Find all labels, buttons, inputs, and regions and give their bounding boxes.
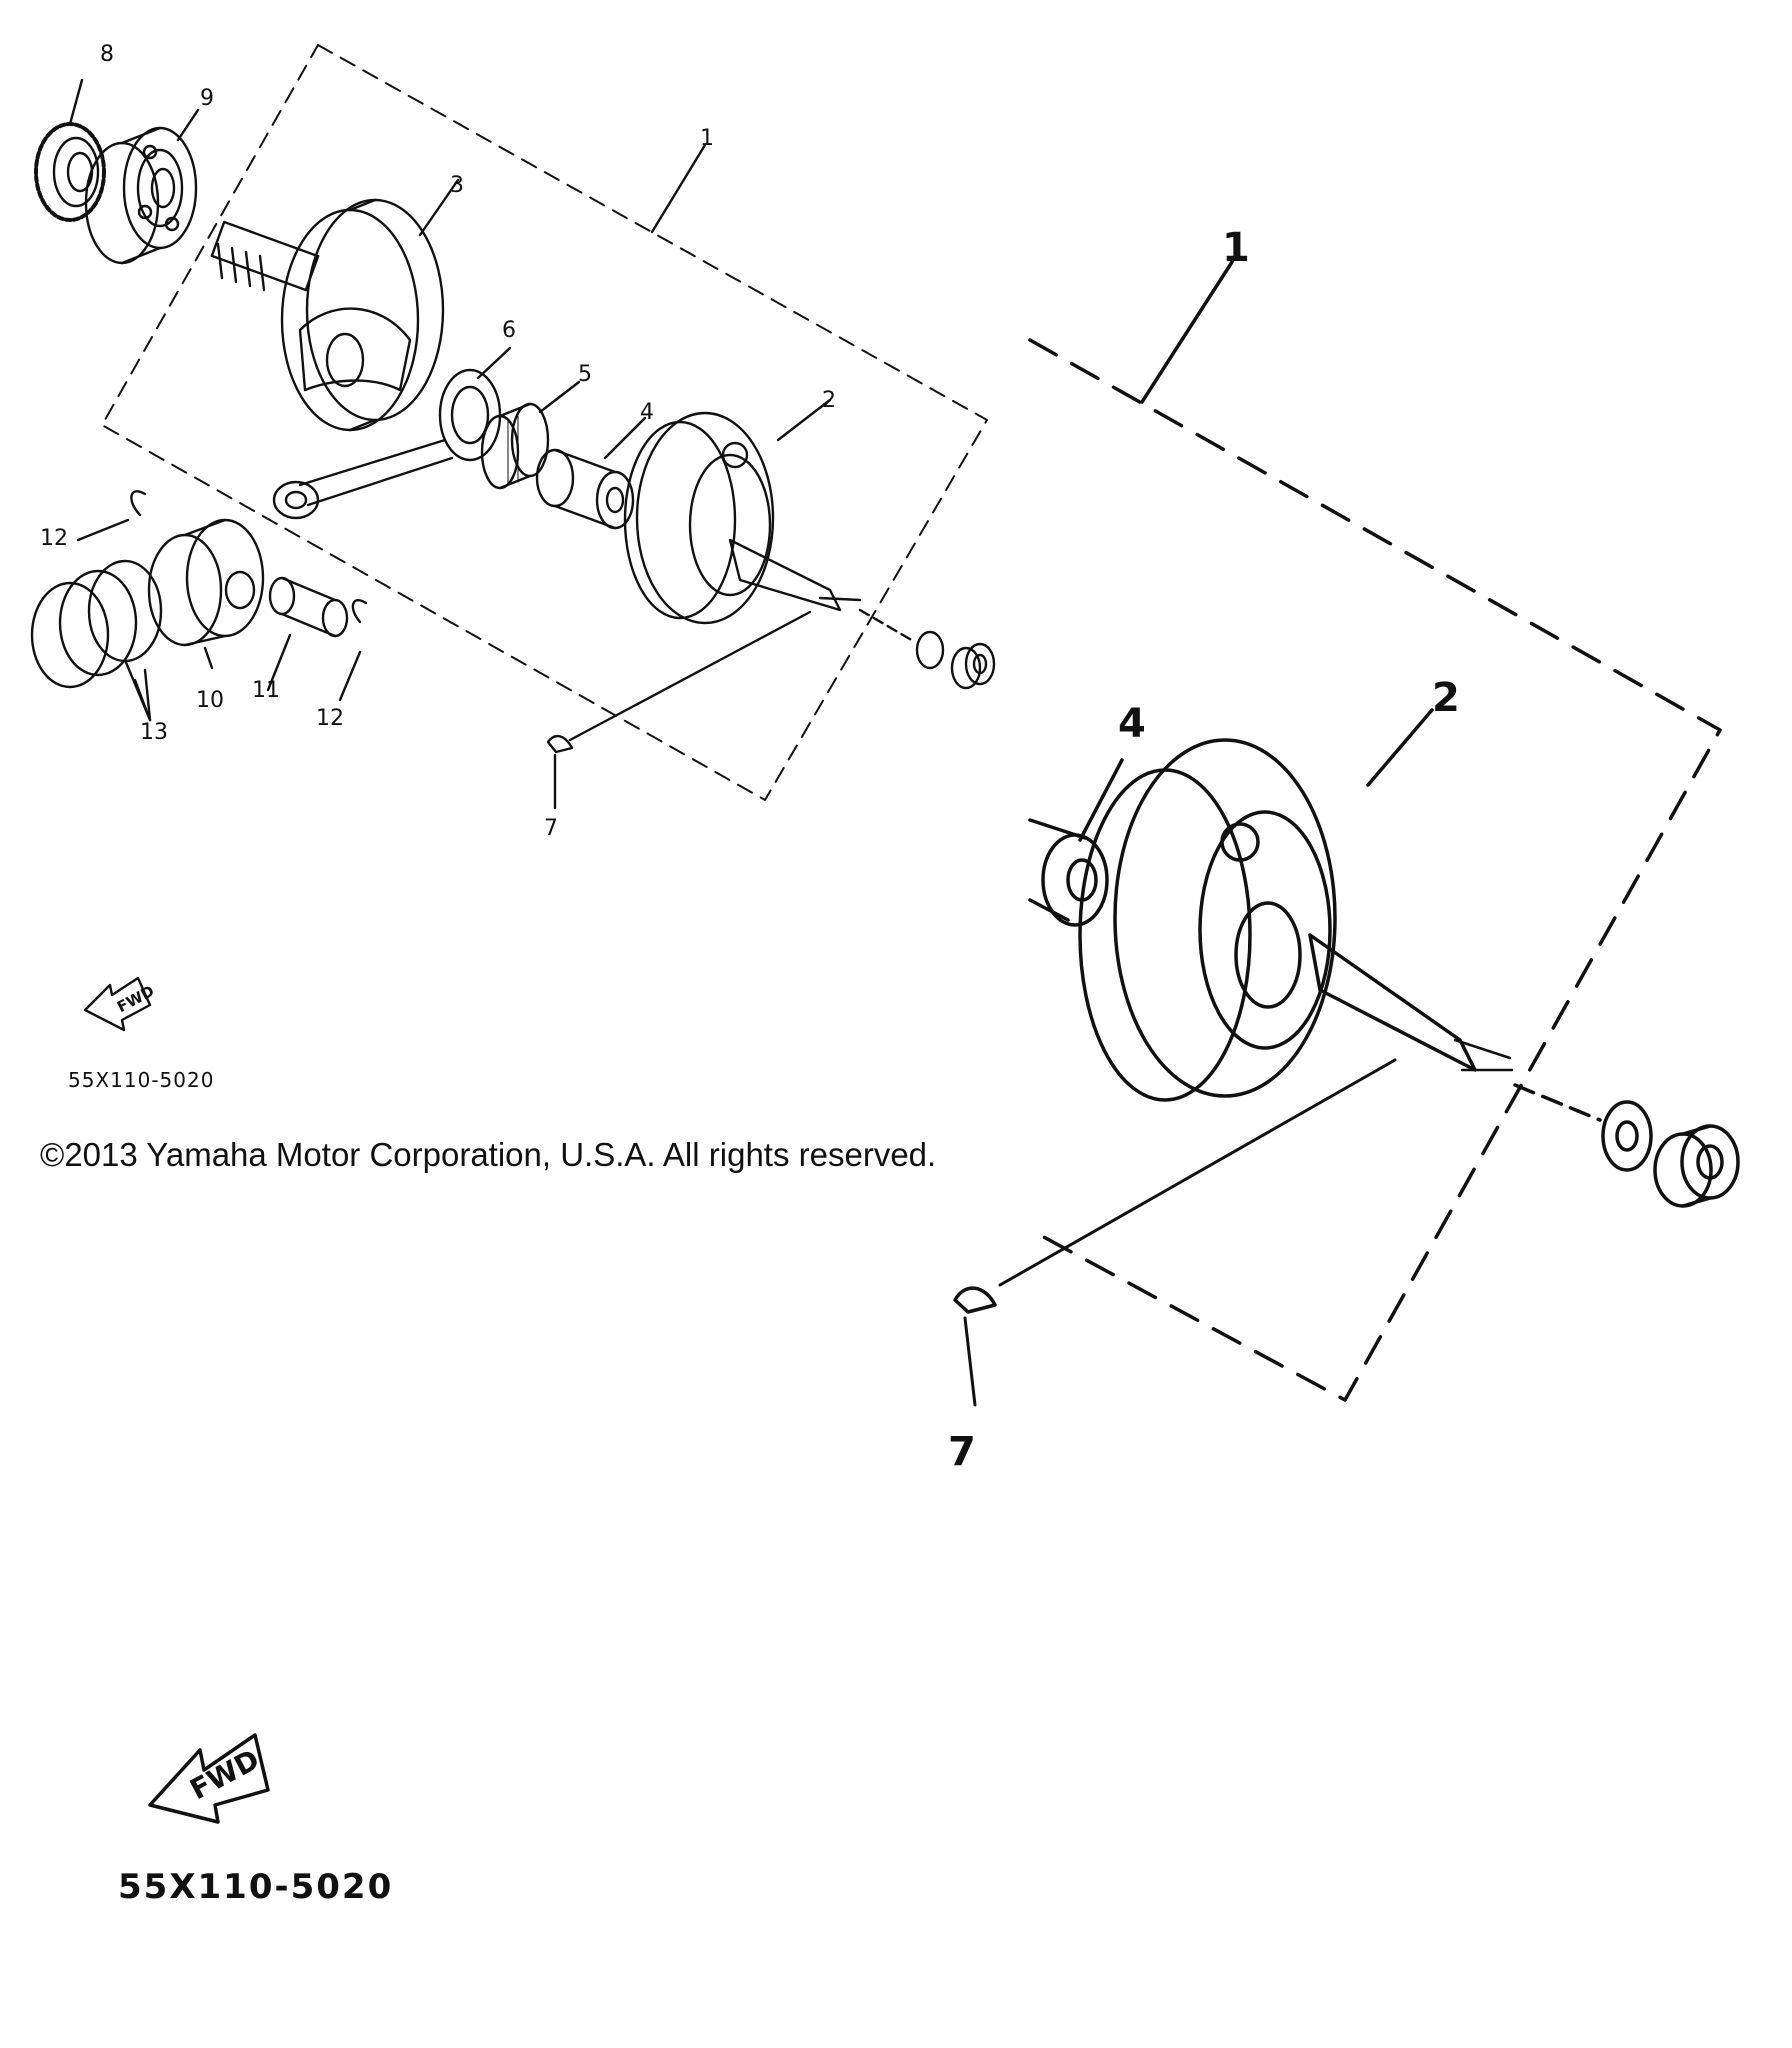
callout-12-right: 12 — [316, 706, 344, 731]
crank-web-part-2-detail — [1078, 708, 1514, 1102]
callout-7-detail: 7 — [948, 1429, 976, 1475]
callout-3: 3 — [450, 173, 464, 198]
callout-1-detail: 1 — [1222, 225, 1250, 271]
crank-web-part-2 — [623, 398, 862, 625]
callout-10: 10 — [196, 688, 224, 713]
connecting-rod-part-6 — [272, 346, 512, 520]
callout-5: 5 — [578, 362, 592, 387]
crank-pin-part-4 — [535, 416, 647, 530]
leader-key-overview — [568, 610, 812, 742]
nut-overview — [950, 642, 996, 690]
leader-12-right — [338, 650, 362, 702]
callout-2: 2 — [822, 388, 836, 413]
leader-1-detail — [1140, 260, 1234, 404]
leader-key-detail — [998, 1058, 1397, 1287]
washer-overview — [915, 630, 945, 670]
piston-pin-part-11 — [266, 576, 349, 692]
assembly-box-detail — [1028, 338, 1722, 1402]
assembly-box-overview — [101, 44, 988, 801]
washer-detail — [1601, 1100, 1653, 1172]
key-part-7-overview — [546, 734, 574, 754]
callout-6: 6 — [502, 318, 516, 343]
crank-pin-part-4-detail — [1028, 758, 1124, 927]
leader-12-left — [76, 518, 130, 542]
needle-bearing-part-5 — [480, 380, 581, 490]
clip-part-12-right — [351, 599, 368, 624]
gear-part-8 — [34, 78, 106, 222]
piston-rings-part-13 — [30, 559, 163, 722]
copyright-notice: ©2013 Yamaha Motor Corporation, U.S.A. A… — [40, 1136, 937, 1173]
piston-part-10 — [147, 518, 265, 670]
callout-4: 4 — [640, 400, 654, 425]
fwd-arrow-overview — [83, 976, 152, 1032]
leader-1-overview — [650, 143, 707, 234]
crank-web-part-3 — [210, 178, 460, 432]
callout-9: 9 — [200, 86, 214, 111]
callout-8: 8 — [100, 42, 114, 67]
axis-line-overview — [858, 608, 917, 644]
callout-11: 11 — [252, 678, 280, 703]
callout-7: 7 — [544, 816, 558, 841]
callout-13: 13 — [140, 720, 168, 745]
bearing-part-9 — [84, 108, 200, 265]
clip-part-12-left — [130, 490, 147, 517]
key-part-7-detail — [953, 1286, 997, 1314]
fwd-arrow-detail — [148, 1733, 270, 1824]
callout-4-detail: 4 — [1118, 701, 1146, 747]
drawing-code-overview: 55X110-5020 — [68, 1068, 215, 1092]
leader-7-detail — [963, 1316, 977, 1407]
drawing-code-detail: 55X110-5020 — [118, 1867, 394, 1907]
callout-2-detail: 2 — [1432, 675, 1460, 721]
callout-12-left: 12 — [40, 526, 68, 551]
nut-detail — [1653, 1124, 1740, 1208]
axis-line-detail — [1513, 1083, 1602, 1122]
callout-1: 1 — [700, 126, 714, 151]
